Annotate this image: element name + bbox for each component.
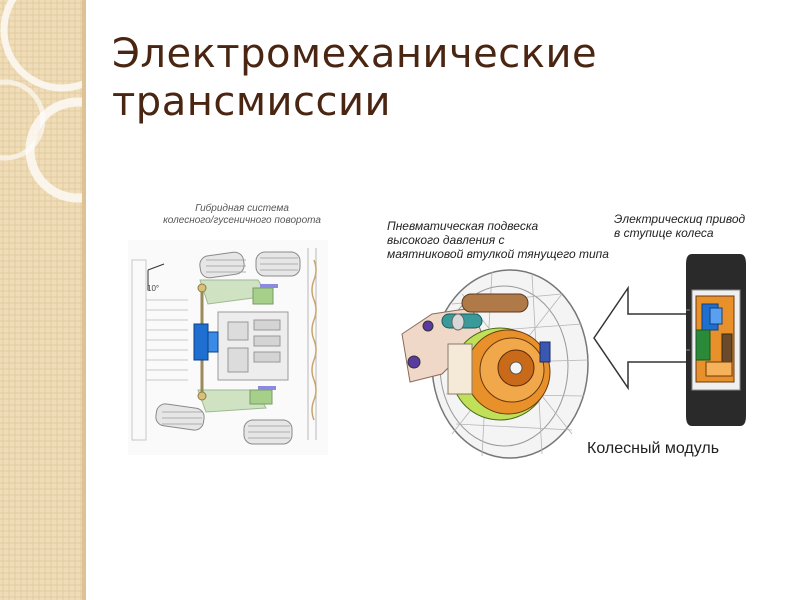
hybrid-system-caption: Гибридная система колесного/гусеничного …: [142, 203, 342, 227]
suspension-caption-line-1: Пневматическая подвеска: [387, 219, 539, 233]
hybrid-caption-line-2: колесного/гусеничного поворота: [163, 215, 321, 226]
side-strip-pattern: [0, 0, 86, 600]
decorative-side-strip: [0, 0, 86, 600]
wheel-cross-section: [682, 250, 752, 430]
slide-title: Электромеханические трансмиссии: [112, 30, 597, 126]
wheel-module-render: [392, 264, 592, 464]
vehicle-chassis-diagram: [128, 240, 328, 455]
wheel-module-label: Колесный модуль: [587, 440, 720, 457]
hybrid-caption-line-1: Гибридная система: [195, 203, 289, 214]
suspension-caption-line-3: маятниковой втулкой тянущего типа: [387, 247, 609, 261]
hub-drive-caption-line-2: в ступице колеса: [614, 226, 714, 240]
suspension-caption: Пневматическая подвеска высокого давлени…: [387, 219, 609, 261]
title-line-2: трансмиссии: [112, 79, 391, 125]
suspension-caption-line-2: высокого давления с: [387, 233, 505, 247]
hub-drive-caption: Электрическиq привод в ступице колеса: [614, 212, 745, 240]
hub-drive-caption-line-1: Электрическиq привод: [614, 212, 746, 226]
title-line-1: Электромеханические: [112, 31, 598, 77]
steering-angle-label: 10°: [147, 284, 160, 293]
